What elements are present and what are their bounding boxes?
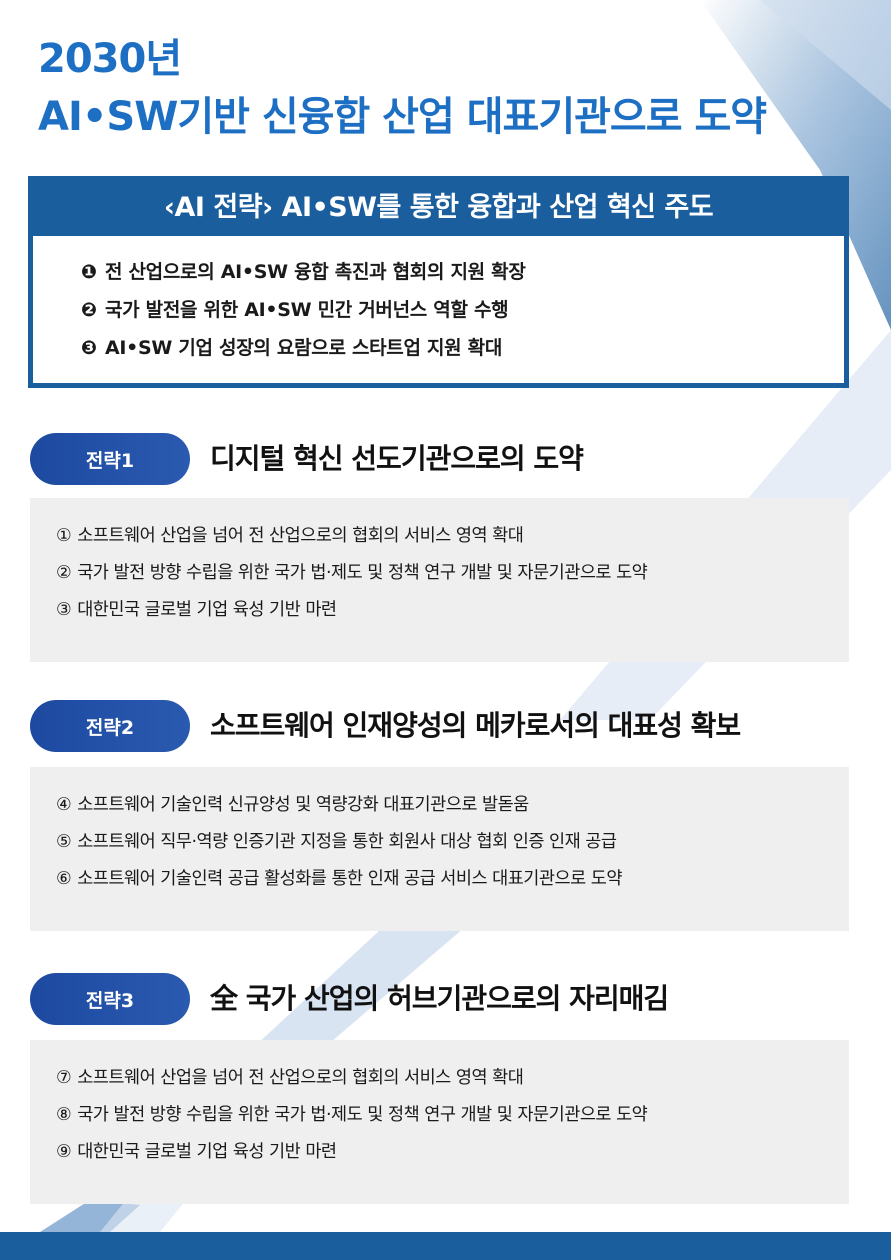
circled-number: ⑧ (56, 1105, 72, 1125)
strategy-1-title: 디지털 혁신 선도기관으로의 도약 (210, 442, 584, 475)
circled-number: ⑤ (56, 832, 72, 852)
strategy-1-pill: 전략1 (30, 433, 190, 485)
number-bullet-icon: ❶ (81, 261, 97, 283)
list-item-text: 소프트웨어 산업을 넘어 전 산업으로의 협회의 서비스 영역 확대 (77, 526, 524, 546)
list-item-text: 국가 발전 방향 수립을 위한 국가 법·제도 및 정책 연구 개발 및 자문기… (77, 1105, 648, 1125)
circled-number: ① (56, 526, 72, 546)
title-main: AI•SW기반 신융합 산업 대표기관으로 도약 (38, 94, 767, 140)
ai-strategy-item: ❶ 전 산업으로의 AI•SW 융합 촉진과 협회의 지원 확장 (81, 253, 844, 291)
list-item-text: 소프트웨어 기술인력 신규양성 및 역량강화 대표기관으로 발돋움 (77, 795, 529, 815)
page-title: 2030년 AI•SW기반 신융합 산업 대표기관으로 도약 (38, 30, 767, 146)
number-bullet-icon: ❸ (81, 337, 97, 359)
list-item-text: 소프트웨어 산업을 넘어 전 산업으로의 협회의 서비스 영역 확대 (77, 1068, 524, 1088)
ai-strategy-item-text: AI•SW 기업 성장의 요람으로 스타트업 지원 확대 (105, 337, 503, 359)
ai-strategy-banner: ‹AI 전략› AI•SW를 통한 융합과 산업 혁신 주도 (28, 176, 849, 232)
strategy-3-pill: 전략3 (30, 973, 190, 1025)
circled-number: ⑨ (56, 1142, 72, 1162)
list-item-text: 소프트웨어 기술인력 공급 활성화를 통한 인재 공급 서비스 대표기관으로 도… (77, 869, 622, 889)
circled-number: ② (56, 563, 72, 583)
ai-strategy-item-text: 전 산업으로의 AI•SW 융합 촉진과 협회의 지원 확장 (105, 261, 526, 283)
title-year: 2030년 (38, 36, 182, 82)
ai-strategy-list-box: ❶ 전 산업으로의 AI•SW 융합 촉진과 협회의 지원 확장 ❷ 국가 발전을 … (28, 232, 849, 388)
number-bullet-icon: ❷ (81, 299, 97, 321)
list-item-text: 소프트웨어 직무·역량 인증기관 지정을 통한 회원사 대상 협회 인증 인재 … (77, 832, 617, 852)
circled-number: ⑦ (56, 1068, 72, 1088)
circled-number: ④ (56, 795, 72, 815)
strategy-1-header: 전략1 디지털 혁신 선도기관으로의 도약 (30, 433, 880, 485)
circled-number: ③ (56, 600, 72, 620)
strategy-3-title: 全 국가 산업의 허브기관으로의 자리매김 (210, 982, 669, 1015)
ai-strategy-item: ❷ 국가 발전을 위한 AI•SW 민간 거버넌스 역할 수행 (81, 291, 844, 329)
list-item-text: 국가 발전 방향 수립을 위한 국가 법·제도 및 정책 연구 개발 및 자문기… (77, 563, 648, 583)
list-item-text: 대한민국 글로벌 기업 육성 기반 마련 (77, 1142, 337, 1162)
list-item-text: 대한민국 글로벌 기업 육성 기반 마련 (77, 600, 337, 620)
strategy-2-title: 소프트웨어 인재양성의 메카로서의 대표성 확보 (210, 709, 741, 742)
ai-strategy-item-text: 국가 발전을 위한 AI•SW 민간 거버넌스 역할 수행 (105, 299, 509, 321)
strategy-2-header: 전략2 소프트웨어 인재양성의 메카로서의 대표성 확보 (30, 700, 880, 752)
strategy-2-pill: 전략2 (30, 700, 190, 752)
strategy-3-header: 전략3 全 국가 산업의 허브기관으로의 자리매김 (30, 973, 880, 1025)
ai-strategy-item: ❸ AI•SW 기업 성장의 요람으로 스타트업 지원 확대 (81, 329, 844, 367)
footer-bar (0, 1232, 891, 1260)
circled-number: ⑥ (56, 869, 72, 889)
